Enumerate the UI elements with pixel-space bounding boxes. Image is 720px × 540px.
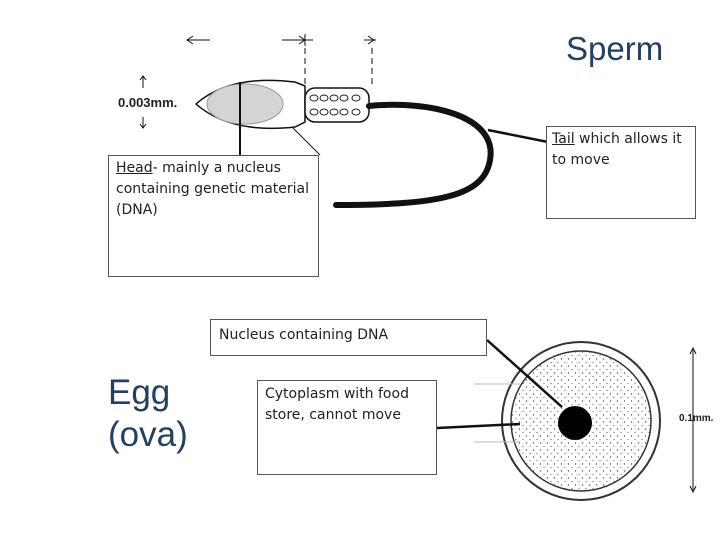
cytoplasm-description: Cytoplasm with food store, cannot move	[265, 386, 409, 423]
tail-label-box: Tail which allows it to move	[546, 126, 696, 219]
head-description: - mainly a nucleus containing genetic ma…	[116, 160, 310, 218]
head-term: Head	[116, 160, 153, 176]
egg-diameter-label: 0.1mm.	[679, 413, 714, 424]
egg-title-line1: Egg	[108, 373, 171, 412]
cytoplasm-pointer	[436, 422, 521, 430]
tail-term: Tail	[552, 131, 575, 147]
sperm-head	[194, 79, 306, 130]
sperm-nucleus	[206, 83, 284, 125]
tail-description: which allows it to move	[552, 131, 682, 168]
egg-measure-line	[689, 346, 697, 494]
egg-cell	[501, 341, 661, 501]
egg-nucleus	[558, 406, 592, 440]
nucleus-description: Nucleus containing DNA	[219, 327, 389, 343]
sperm-width-label: 0.003mm.	[118, 95, 178, 110]
head-label-box: Head- mainly a nucleus containing geneti…	[108, 155, 319, 277]
sperm-title: Sperm	[566, 30, 664, 67]
sperm-tail	[333, 101, 494, 208]
tail-pointer	[487, 128, 549, 144]
egg-title-line2: (ova)	[108, 415, 188, 454]
sperm-midpiece	[304, 87, 370, 123]
sperm-measure-lines	[139, 34, 376, 129]
cytoplasm-label-box: Cytoplasm with food store, cannot move	[257, 380, 437, 475]
egg-title: Egg (ova)	[108, 372, 188, 456]
head-pointer-diagonal	[291, 126, 321, 156]
nucleus-pointer	[486, 339, 563, 408]
nucleus-label-box: Nucleus containing DNA	[210, 319, 487, 356]
